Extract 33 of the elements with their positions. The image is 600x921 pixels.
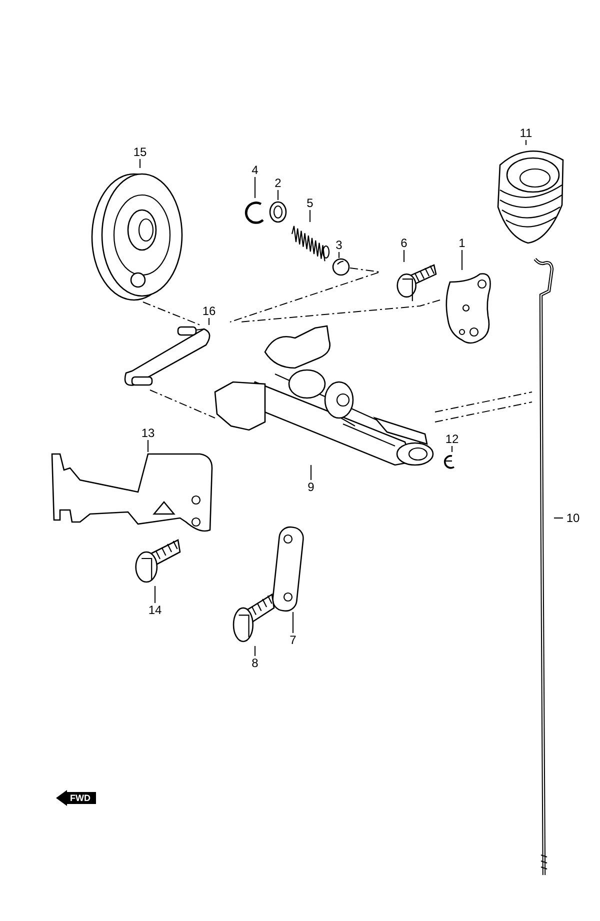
leader-line <box>208 318 210 326</box>
washer-drawing <box>268 200 288 224</box>
leader-line <box>254 176 256 198</box>
assembly-line <box>150 390 216 418</box>
callout-number: 7 <box>287 633 299 647</box>
assembly-line <box>142 302 200 326</box>
callout-number: 5 <box>304 196 316 210</box>
leader-line <box>254 646 256 656</box>
callout-number: 9 <box>303 480 319 494</box>
callout-number: 4 <box>249 163 261 177</box>
assembly-line <box>434 402 532 422</box>
callout-number: 3 <box>333 238 345 252</box>
callout-number: 12 <box>442 432 462 446</box>
callout-number: 16 <box>199 304 219 318</box>
ball-drawing <box>332 258 350 276</box>
leader-line <box>310 464 312 480</box>
leader-line <box>338 252 340 258</box>
callout-number: 15 <box>130 145 150 159</box>
assembly-line <box>230 268 380 322</box>
callout-number: 13 <box>138 426 158 440</box>
callout-number: 1 <box>456 236 468 250</box>
callout-number: 14 <box>145 603 165 617</box>
bolt-drawing <box>394 262 436 300</box>
assembly-line <box>434 392 532 412</box>
callout-number: 6 <box>398 236 410 250</box>
callout-number: 11 <box>516 126 536 140</box>
assembly-line <box>240 300 440 322</box>
callout-number: 2 <box>272 176 284 190</box>
callout-number: 10 <box>563 511 583 525</box>
leader-line <box>154 586 156 604</box>
callout-number: 8 <box>249 656 261 670</box>
direction-label: FWD <box>70 793 90 803</box>
leader-line <box>292 612 294 634</box>
